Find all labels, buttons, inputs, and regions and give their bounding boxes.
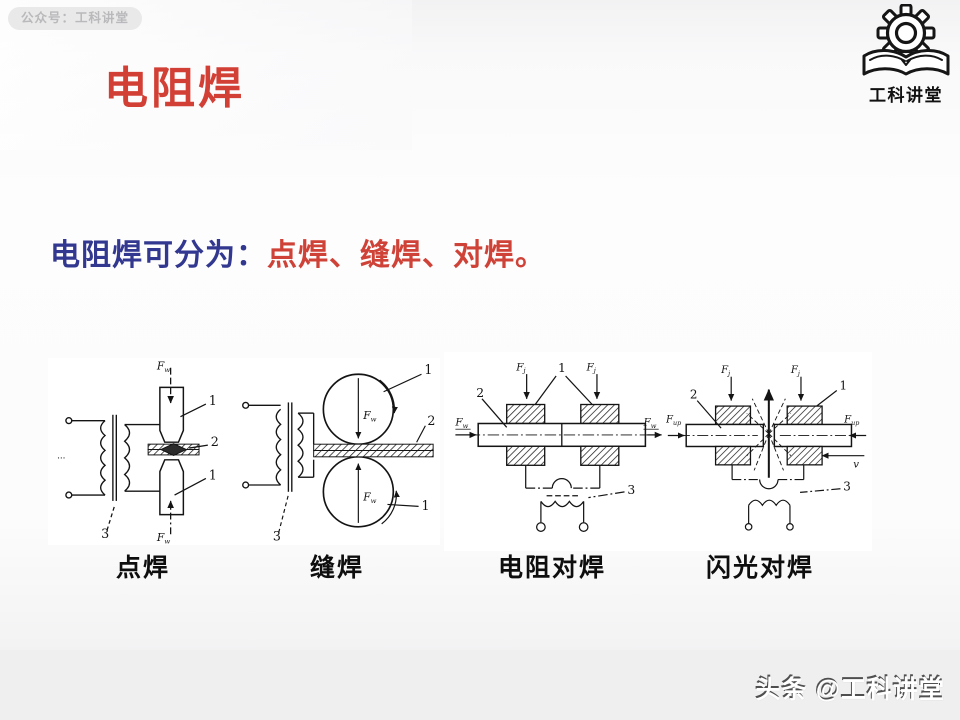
- seam-welding-diagram: Fw Fw 1 2 1 3: [242, 362, 435, 543]
- resistance-butt-welding-diagram: Fj Fj Fw Fw 1 2 3: [454, 361, 662, 532]
- figure-caption-seam-welding: 缝焊: [309, 555, 364, 582]
- intro-types: 点焊、缝焊、对焊。: [267, 239, 546, 272]
- figure-panel-left: Fw Fw 1 2 1 3 ···: [48, 358, 440, 545]
- weld-nugget: [159, 443, 188, 456]
- electrodes-and-sheets: [147, 386, 200, 516]
- spot-welding-diagram: Fw Fw 1 2 1 3 ···: [57, 360, 219, 544]
- figure-caption-resistance-butt-welding: 电阻对焊: [497, 555, 606, 582]
- part-label-workpiece: 2: [690, 388, 698, 402]
- intro-line: 电阻焊可分为：点焊、缝焊、对焊。: [50, 230, 546, 274]
- part-label-strip: 2: [427, 413, 435, 428]
- intro-prefix: 电阻焊可分为：: [50, 239, 267, 272]
- upset-force-label-left: Fup: [666, 415, 681, 427]
- clamps-and-workpieces: [678, 405, 859, 466]
- part-label-roller-bottom: 1: [421, 498, 429, 513]
- figure-panel-right: Fj Fj Fw Fw 1 2 3: [444, 352, 872, 551]
- part-label-electrode-top: 1: [209, 393, 217, 408]
- part-label-transformer: 3: [101, 526, 109, 541]
- gear-book-icon: [862, 3, 950, 76]
- part-label-electrode-bottom: 1: [209, 467, 217, 482]
- clamp-force-label-left: Fj: [720, 365, 730, 377]
- clamp-force-label-right: Fj: [790, 365, 800, 377]
- weld-force-label-top: Fw: [156, 360, 170, 374]
- weld-force-label-bottom: Fw: [362, 491, 376, 505]
- watermark-text: 头条 @工科讲堂: [755, 676, 945, 704]
- clamp-force-label-left: Fj: [515, 361, 525, 374]
- brand-logo-text: 工科讲堂: [869, 86, 943, 105]
- weld-force-label-top: Fw: [362, 409, 376, 423]
- flash-sparks: [746, 388, 792, 478]
- flash-butt-welding-diagram: Fj Fj Fup Fup v 1 2 3: [666, 365, 867, 531]
- figure-caption-spot-welding: 点焊: [115, 555, 170, 582]
- transformer-symbol: [242, 401, 315, 492]
- clamps-and-workpieces: [468, 403, 655, 466]
- weld-force-label-bottom: Fw: [156, 531, 170, 544]
- account-badge-text: 公众号：工科讲堂: [21, 11, 130, 25]
- secondary-circuit: [731, 464, 841, 531]
- upset-force-label-right: Fup: [843, 415, 859, 427]
- part-label-roller-top: 1: [424, 362, 432, 377]
- book-icon: [862, 49, 950, 76]
- part-label-clamp: 1: [840, 379, 848, 393]
- clamp-force-label-right: Fj: [586, 361, 596, 374]
- page-title: 电阻焊: [104, 64, 245, 113]
- upset-force-label-right: Fw: [643, 416, 657, 429]
- velocity-label: v: [853, 460, 859, 471]
- brand-logo: 工科讲堂: [860, 3, 952, 106]
- part-label-sheets: 2: [211, 434, 219, 449]
- slide: 公众号：工科讲堂: [0, 0, 960, 650]
- ellipsis-mark: ···: [57, 454, 65, 464]
- bottom-band: [0, 650, 960, 720]
- part-label-workpiece: 2: [476, 386, 484, 400]
- part-label-clamps: 1: [558, 361, 566, 375]
- part-label-transformer: 3: [627, 483, 635, 497]
- upset-force-label-left: Fw: [454, 416, 468, 429]
- part-label-transformer: 3: [273, 528, 281, 543]
- figure-caption-flash-butt-welding: 闪光对焊: [705, 555, 814, 582]
- secondary-circuit: [525, 465, 625, 532]
- account-badge: 公众号：工科讲堂: [8, 7, 143, 30]
- transformer-symbol: [65, 414, 160, 501]
- part-label-transformer: 3: [843, 480, 851, 494]
